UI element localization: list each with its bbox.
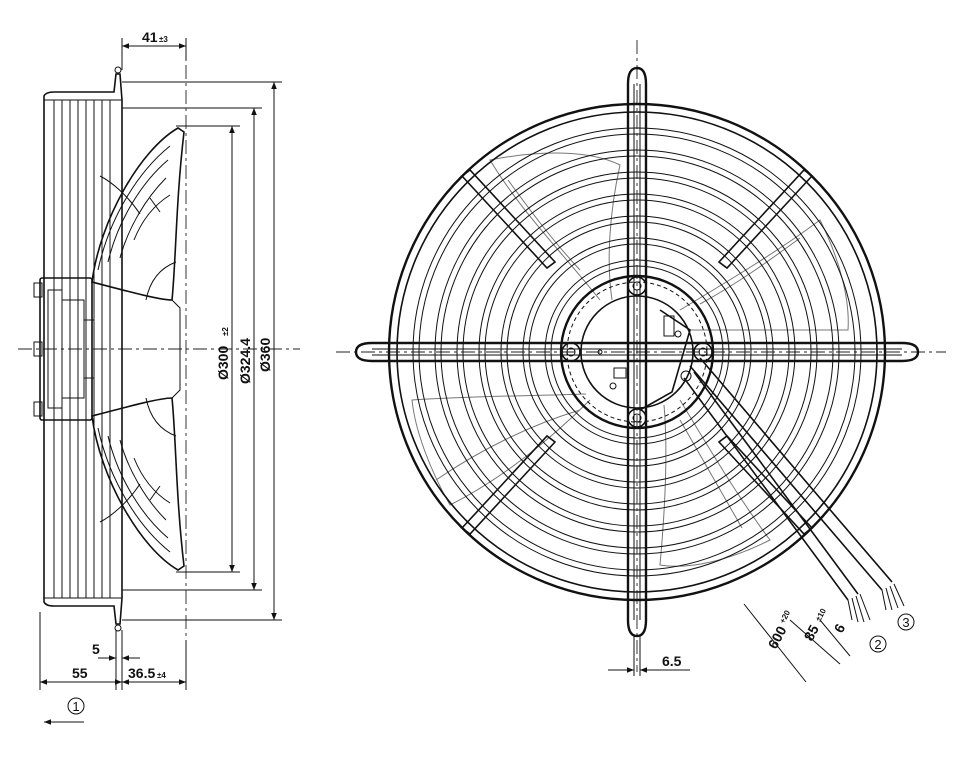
dim-depth-top-value: 41 [142,29,158,45]
dim-bottom-365: 36.5 [128,665,155,681]
callout-2-circle [869,635,887,653]
dim-strip-length: 85 [801,622,823,643]
front-view: 600 +20 85 ±10 6 2 3 6.5 [336,40,946,683]
dim-bottom-5: 5 [92,641,100,657]
guard-ring-side [43,66,123,632]
impeller-side [91,127,185,571]
airflow-callout-number: 1 [72,699,79,714]
dim-wire-strip: 6 [831,621,849,636]
impeller-front [411,152,849,567]
dim-depth-top-tol: ±3 [159,35,168,44]
dim-depth-top: 41 ±3 [121,29,187,70]
guard-rings [387,102,887,602]
dim-bottom-55: 55 [72,665,88,681]
dim-dia-mid: Ø324.4 [237,338,253,384]
dim-cable-length: 600 [765,623,790,651]
dim-strip-length-tol: ±10 [814,606,828,622]
connection-cables [683,357,905,623]
cable-callouts: 2 3 [869,613,915,653]
guard-struts-cross [354,66,920,638]
dim-dia-outer: Ø360 [257,338,273,372]
dim-cable-length-tol: +20 [778,608,793,625]
dim-strut-width-value: 6.5 [662,653,682,669]
side-view: 41 ±3 Ø300 ±2 Ø324.4 Ø360 [18,29,300,725]
callout-3: 3 [902,615,909,630]
dim-strut-width: 6.5 [608,636,690,676]
dim-dia-inner: Ø300 [215,346,231,380]
dim-dia-inner-tol: ±2 [221,327,230,336]
dim-cables: 600 +20 85 ±10 6 [743,603,851,683]
dim-bottom-365-tol: ±4 [157,671,166,680]
callout-2: 2 [874,637,881,652]
dim-diameters: Ø300 ±2 Ø324.4 Ø360 [122,81,282,621]
airflow-callout: 1 [44,697,85,725]
motor-hub-side [33,277,95,421]
callout-3-circle [897,613,915,631]
dim-bottom: 5 55 36.5 ±4 [39,612,187,690]
